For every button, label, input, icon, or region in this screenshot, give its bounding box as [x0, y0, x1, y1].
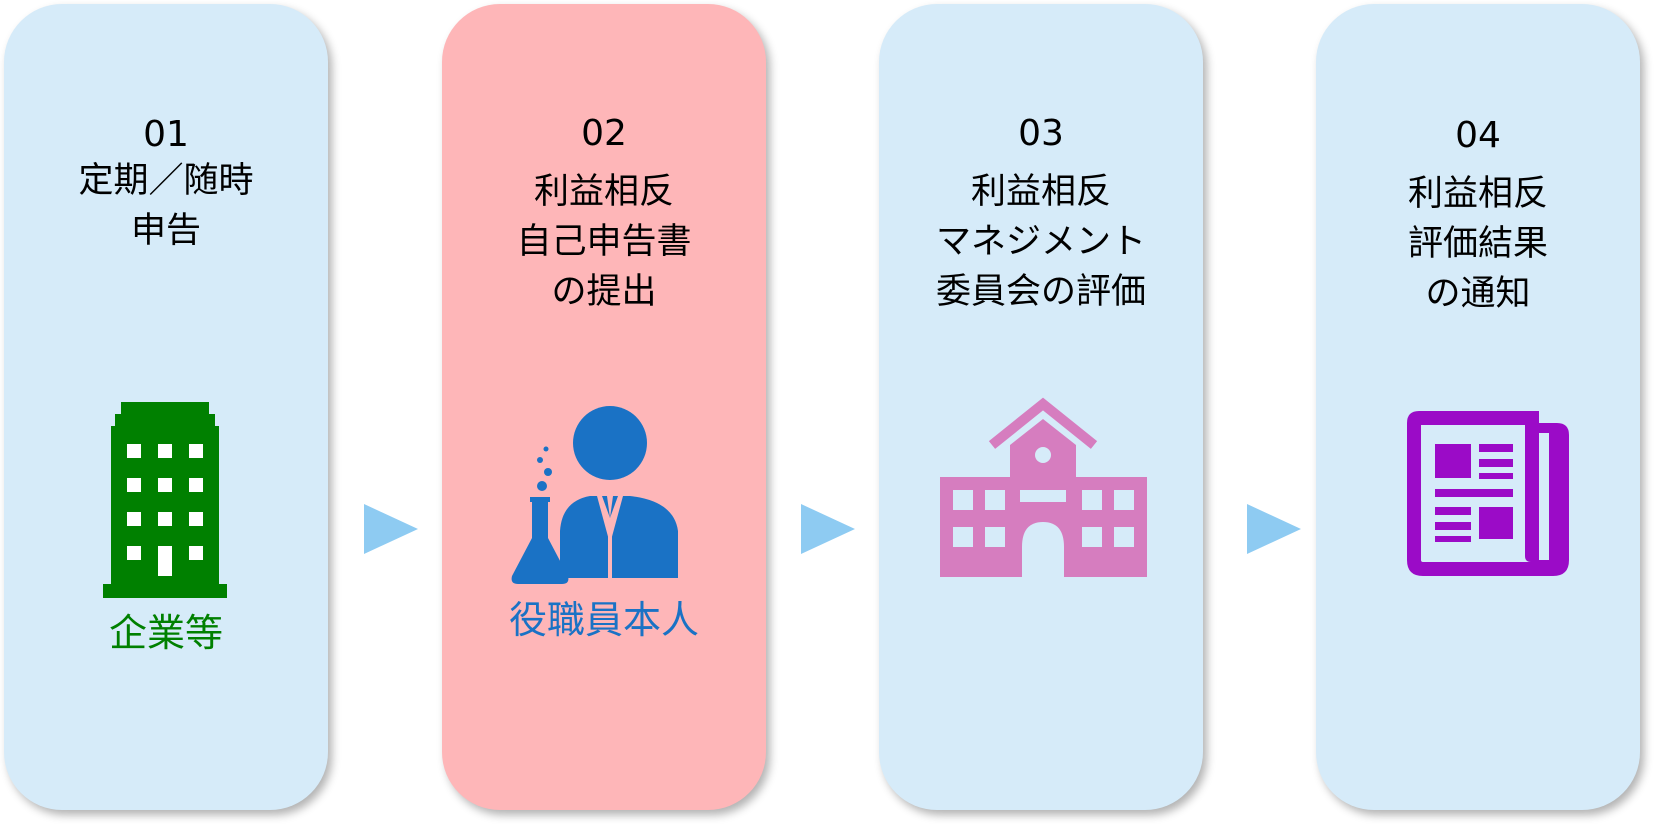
step-card-01: 01 定期／随時 申告 企業等	[4, 4, 328, 810]
step-heading-line: 定期／随時	[78, 161, 254, 201]
actor-label: 企業等	[108, 611, 223, 655]
step-heading-line: 利益相反	[1407, 174, 1548, 214]
step-card-03: 03 利益相反 マネジメント 委員会の評価	[879, 4, 1203, 810]
step-heading-line: 自己申告書	[516, 222, 692, 262]
step-heading-line: の提出	[551, 272, 657, 312]
step-heading-line: の通知	[1425, 274, 1531, 314]
actor-label: 役職員本人	[508, 598, 699, 642]
school-building-icon	[940, 397, 1147, 577]
step-heading: 利益相反 マネジメント 委員会の評価	[879, 167, 1203, 317]
step-card-02: 02 利益相反 自己申告書 の提出 役職員本人	[442, 4, 766, 810]
scientist-person-icon	[511, 406, 678, 584]
step-number: 01	[143, 114, 189, 155]
step-heading: 利益相反 評価結果 の通知	[1316, 169, 1640, 319]
step-heading-line: 申告	[130, 211, 201, 251]
step-heading-line: 委員会の評価	[935, 272, 1146, 312]
arrow-right-icon	[801, 504, 855, 554]
step-heading-line: マネジメント	[935, 222, 1146, 262]
step-number: 03	[1018, 113, 1064, 154]
step-card-04: 04 利益相反 評価結果 の通知	[1316, 4, 1640, 810]
step-number: 04	[1455, 115, 1501, 156]
step-heading-line: 利益相反	[533, 172, 674, 212]
office-building-icon	[103, 402, 227, 598]
step-heading-line: 評価結果	[1407, 224, 1548, 264]
step-heading: 定期／随時 申告	[4, 156, 328, 256]
arrow-right-icon	[1247, 504, 1301, 554]
step-heading: 利益相反 自己申告書 の提出	[442, 167, 766, 317]
step-heading-line: 利益相反	[970, 172, 1111, 212]
arrow-right-icon	[364, 504, 418, 554]
step-number: 02	[581, 113, 627, 154]
newspaper-icon	[1407, 411, 1569, 576]
